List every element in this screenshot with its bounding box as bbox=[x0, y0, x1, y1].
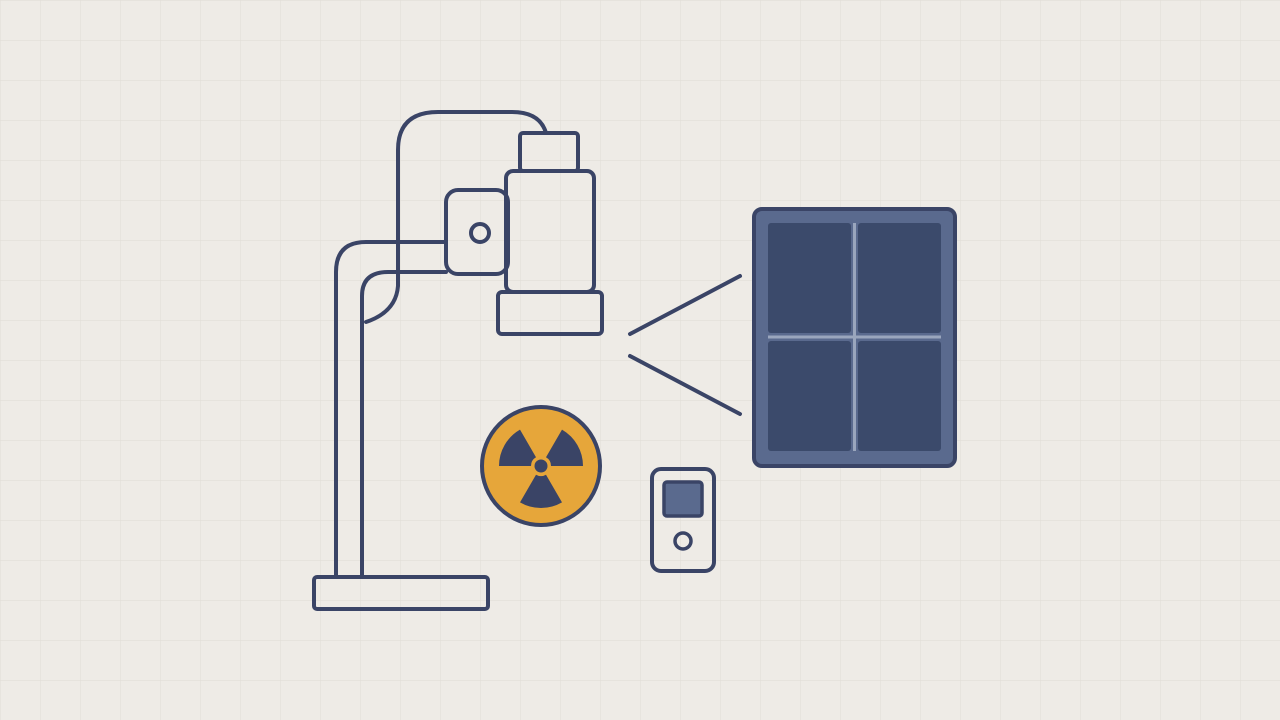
machine-base bbox=[312, 575, 490, 611]
detector-cell-top-right bbox=[858, 223, 941, 333]
machine-arm bbox=[364, 110, 548, 324]
flat-panel-detector-icon bbox=[752, 207, 957, 468]
trefoil-center bbox=[534, 459, 548, 473]
collimator bbox=[496, 290, 604, 336]
trefoil-blade-right bbox=[546, 429, 583, 466]
dosimeter-body bbox=[650, 467, 716, 573]
machine-column-inner bbox=[360, 270, 448, 579]
machine-column bbox=[334, 240, 448, 579]
detector-cell-top-left bbox=[768, 223, 851, 333]
trefoil-blade-left bbox=[498, 429, 536, 466]
detector-cell-bottom-left bbox=[768, 341, 851, 451]
trefoil-blade-bottom bbox=[520, 474, 562, 509]
detector-cell-bottom-right bbox=[858, 341, 941, 451]
xray-beam-lines-icon bbox=[628, 274, 742, 416]
radiation-trefoil-icon bbox=[480, 405, 602, 527]
beam-line-lower bbox=[628, 354, 742, 416]
xray-machine-icon bbox=[312, 110, 604, 611]
personal-dosimeter-icon bbox=[650, 467, 716, 573]
dosimeter-screen bbox=[662, 480, 704, 518]
beam-line-upper bbox=[628, 274, 742, 336]
dosimeter-button bbox=[673, 531, 693, 551]
mount-pivot bbox=[469, 222, 491, 244]
